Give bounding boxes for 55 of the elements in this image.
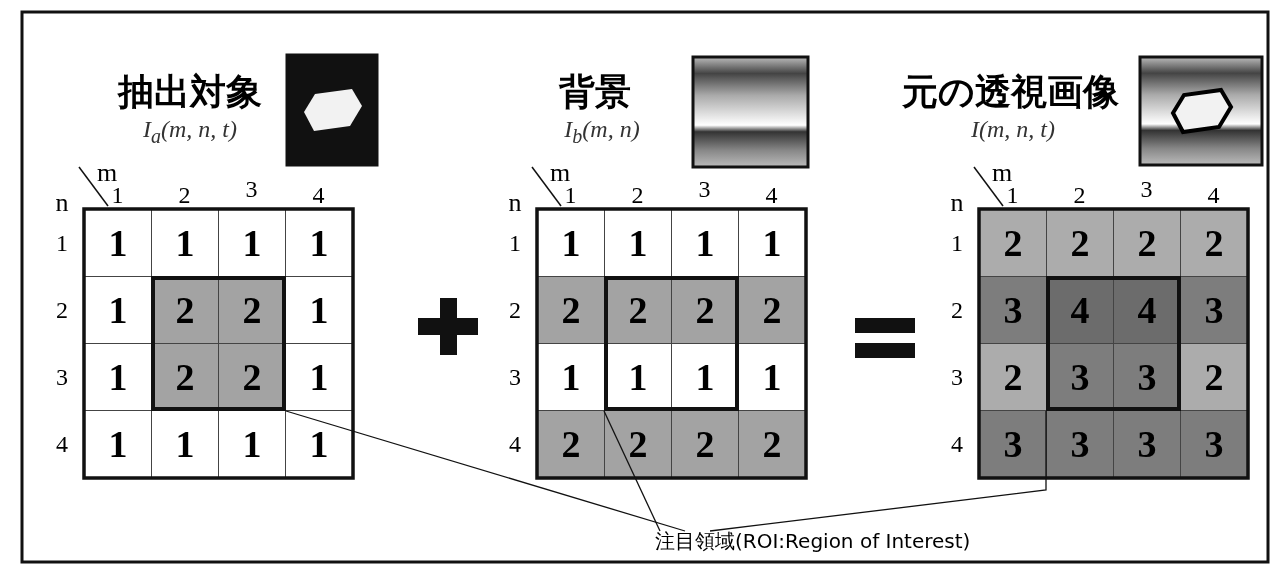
leader-line — [603, 410, 661, 532]
table-cell: 3 — [1046, 410, 1114, 478]
formula-text: I(m, n, t) — [970, 117, 1056, 144]
table-cell: 2 — [1046, 209, 1114, 277]
row-number: 2 — [950, 297, 964, 324]
axis-label: n — [54, 190, 70, 218]
row-number: 1 — [55, 230, 69, 257]
roi-frame — [604, 276, 739, 411]
column-number: 3 — [1139, 177, 1154, 203]
row-number: 1 — [950, 230, 964, 257]
table-cell: 2 — [1180, 209, 1248, 277]
table-cell: 3 — [1113, 410, 1181, 478]
roi-frame — [151, 276, 286, 411]
panel-title: 元の透視画像 — [900, 73, 1120, 114]
formula-text: I$_{a}$(m, n, t) — [142, 117, 238, 147]
table-cell: 3 — [979, 410, 1047, 478]
table-cell: 2 — [671, 410, 739, 478]
column-number: 4 — [311, 183, 326, 209]
table-cell: 2 — [738, 276, 806, 344]
column-number: 2 — [1072, 183, 1087, 209]
roi-frame — [1046, 276, 1181, 411]
axis-label: n — [507, 190, 523, 218]
row-number: 4 — [55, 431, 69, 458]
row-number: 3 — [950, 364, 964, 391]
column-number: 2 — [630, 183, 645, 209]
table-cell: 3 — [1180, 276, 1248, 344]
row-number: 2 — [508, 297, 522, 324]
leader-line — [285, 410, 686, 532]
column-number: 3 — [697, 177, 712, 203]
table-cell: 2 — [1113, 209, 1181, 277]
row-number: 2 — [55, 297, 69, 324]
table-cell: 2 — [537, 276, 605, 344]
table-cell: 2 — [537, 410, 605, 478]
callout-text: 注目領域(ROI:Region of Interest) — [655, 531, 1035, 559]
column-number: 4 — [1206, 183, 1221, 209]
row-number: 3 — [508, 364, 522, 391]
table-cell: 2 — [979, 209, 1047, 277]
row-number: 3 — [55, 364, 69, 391]
leader-line — [709, 410, 1047, 532]
row-number: 4 — [508, 431, 522, 458]
column-number: 3 — [244, 177, 259, 203]
row-number: 1 — [508, 230, 522, 257]
table-cell: 2 — [1180, 343, 1248, 411]
panel-title: 抽出対象 — [116, 73, 263, 114]
table-cell: 2 — [738, 410, 806, 478]
column-number: 4 — [764, 183, 779, 209]
table-cell: 3 — [979, 276, 1047, 344]
row-number: 4 — [950, 431, 964, 458]
column-number: 2 — [177, 183, 192, 209]
panel-title: 背景 — [558, 73, 632, 114]
table-cell: 3 — [1180, 410, 1248, 478]
table-cell: 2 — [604, 410, 672, 478]
formula-text: I$_{b}$(m, n) — [563, 117, 641, 147]
axis-label: n — [949, 190, 965, 218]
table-cell: 2 — [979, 343, 1047, 411]
